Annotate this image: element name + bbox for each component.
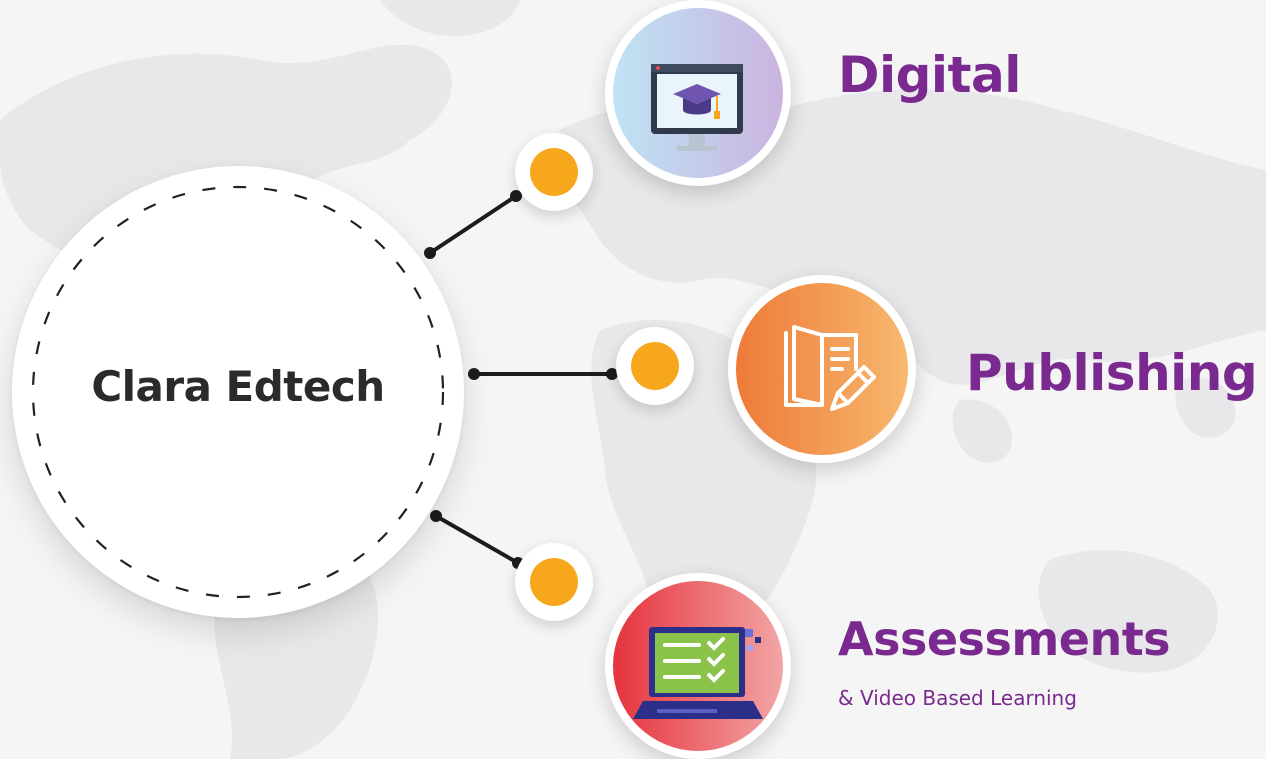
assessments-label: Assessments — [838, 612, 1171, 666]
assessments-sublabel: & Video Based Learning — [838, 686, 1077, 710]
digital-icon-badge — [605, 0, 791, 186]
connector-digital-end-node — [510, 190, 522, 202]
digital-label: Digital — [838, 46, 1021, 104]
connector-assessments — [435, 514, 519, 565]
graduation-cap-monitor-icon — [613, 8, 783, 178]
connector-digital — [428, 194, 518, 255]
connector-publishing-end-node — [606, 368, 618, 380]
assessments-dot — [515, 543, 593, 621]
assessments-icon-badge — [605, 573, 791, 759]
publishing-dot — [616, 327, 694, 405]
connector-publishing-start-node — [468, 368, 480, 380]
publishing-icon-badge — [728, 275, 916, 463]
connector-digital-start-node — [424, 247, 436, 259]
center-dashed-ring — [31, 185, 445, 599]
book-pencil-icon — [736, 283, 908, 455]
center-title: Clara Edtech — [91, 362, 385, 411]
laptop-checklist-icon — [613, 581, 783, 751]
publishing-label: Publishing — [966, 344, 1258, 402]
connector-assessments-start-node — [430, 510, 442, 522]
digital-dot — [515, 133, 593, 211]
center-hub: Clara Edtech — [12, 166, 464, 618]
